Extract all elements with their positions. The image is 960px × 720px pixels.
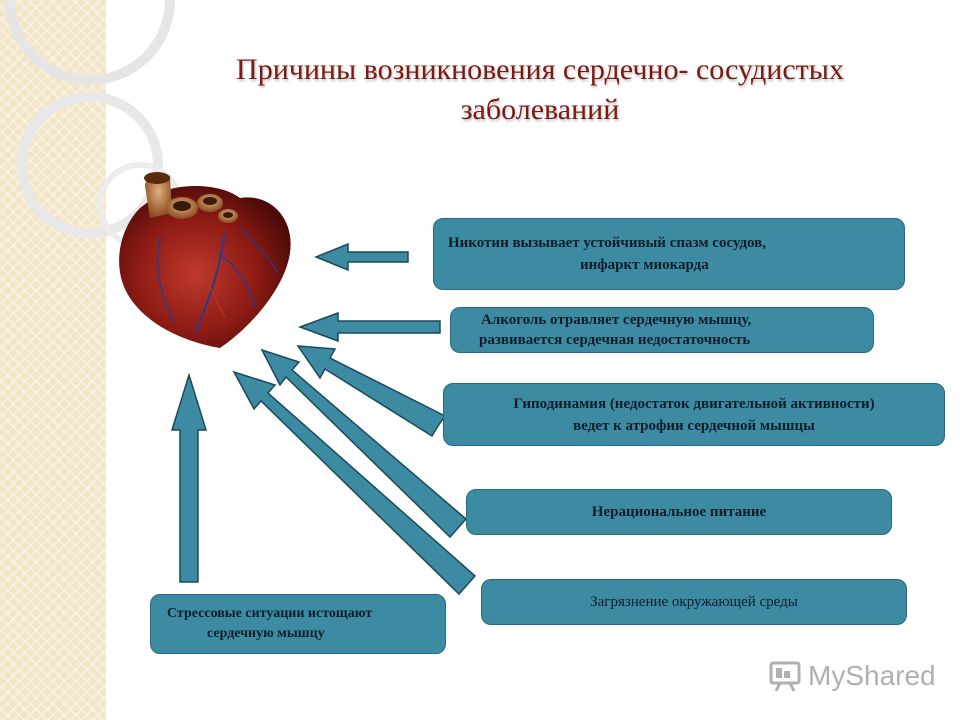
cause-box-stress: Стрессовые ситуации истощают сердечную м… <box>150 594 446 654</box>
arrow-from-alcohol <box>297 311 441 343</box>
cause-text: Гиподинамия (недостаток двигательной акт… <box>513 395 875 412</box>
cause-text: Никотин вызывает устойчивый спазм сосудо… <box>448 235 767 251</box>
cause-box-hypodynamia: Гиподинамия (недостаток двигательной акт… <box>443 383 945 446</box>
cause-text: инфаркт миокарда <box>580 257 709 273</box>
cause-text: Стрессовые ситуации истощают <box>167 606 373 621</box>
title-line-2: заболеваний <box>460 93 620 126</box>
cause-box-pollution: Загрязнение окружающей среды <box>481 579 907 625</box>
title-line-1: Причины возникновения сердечно- сосудист… <box>236 53 844 86</box>
arrow-from-nutrition <box>260 348 468 539</box>
cause-box-nutrition: Нерациональное питание <box>466 489 892 535</box>
cause-text: развивается сердечная недостаточность <box>479 332 751 348</box>
cause-text: ведет к атрофии сердечной мышцы <box>573 417 815 434</box>
arrow-from-nicotine <box>314 242 409 272</box>
presentation-board-icon <box>769 661 801 692</box>
decorative-side-strip <box>0 0 106 720</box>
watermark-text: MyShared <box>808 660 936 691</box>
arrow-from-hypodynamia <box>296 345 447 438</box>
cause-text: Нерациональное питание <box>591 504 767 520</box>
cause-box-alcohol: Алкоголь отравляет сердечную мышцу, разв… <box>450 307 874 353</box>
cause-text: Алкоголь отравляет сердечную мышцу, <box>481 312 752 328</box>
arrow-from-pollution <box>232 370 477 596</box>
heart-anatomy-icon <box>119 172 291 348</box>
page-title: Причины возникновения сердечно- сосудист… <box>120 50 960 130</box>
watermark-logo: MyShared <box>768 656 936 696</box>
arrow-from-stress <box>170 372 208 583</box>
cause-text: сердечную мышцу <box>207 626 325 641</box>
cause-text: Загрязнение окружающей среды <box>590 594 798 610</box>
cause-box-nicotine: Никотин вызывает устойчивый спазм сосудо… <box>433 218 905 290</box>
